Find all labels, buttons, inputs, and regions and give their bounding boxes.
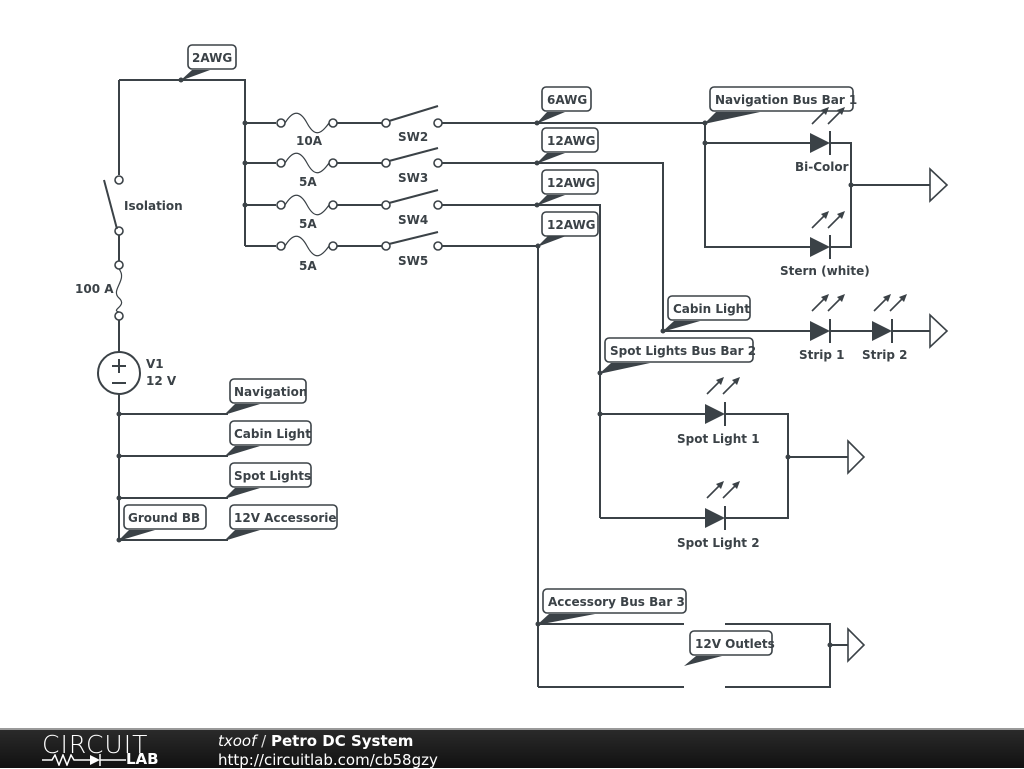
led-bicolor[interactable] xyxy=(810,107,845,155)
ground-symbol-accessory xyxy=(847,627,866,663)
fuse-sw5-label: 5A xyxy=(299,259,317,273)
led-strip1[interactable] xyxy=(810,294,845,343)
wire-tag-sw4: 12AWG xyxy=(536,169,599,206)
net-label-accessory-bus: Accessory Bus Bar 3 xyxy=(537,588,687,625)
footer-bar: CIRCUIT LAB txoof / Petro DC System http… xyxy=(0,728,1024,769)
ground-symbol-spot xyxy=(847,439,866,475)
svg-text:Spot Lights Bus Bar 2: Spot Lights Bus Bar 2 xyxy=(610,344,756,358)
circuitlab-logo[interactable]: CIRCUIT LAB xyxy=(42,730,182,768)
net-label-gnd-bb: Ground BB xyxy=(118,504,207,541)
schematic-canvas: Isolation 100 A V1 12 V 2AWG xyxy=(75,44,949,688)
main-fuse[interactable] xyxy=(114,260,124,321)
ground-symbol-cabin xyxy=(929,313,949,349)
wire-tag-sw5: 12AWG xyxy=(537,211,599,247)
net-label-cabin-light: Cabin Light xyxy=(662,295,751,332)
svg-text:Navigation Bus Bar 1: Navigation Bus Bar 1 xyxy=(715,93,857,107)
switch-sw4[interactable] xyxy=(381,189,443,210)
spot-wires xyxy=(600,413,848,519)
fuse-sw2[interactable] xyxy=(276,112,338,134)
net-label-gnd-navigation: Navigation xyxy=(224,378,307,415)
author-link[interactable]: txoof xyxy=(218,732,257,750)
svg-text:Accessory Bus Bar 3: Accessory Bus Bar 3 xyxy=(548,595,685,609)
net-label-gnd-cabin: Cabin Light xyxy=(224,420,312,457)
svg-text:Ground BB: Ground BB xyxy=(128,511,200,525)
ground-symbol-navigation xyxy=(929,167,949,203)
switch-sw3-label: SW3 xyxy=(398,171,428,185)
svg-text:Navigation: Navigation xyxy=(234,385,307,399)
switch-sw5-label: SW5 xyxy=(398,254,428,268)
net-label-gnd-spot: Spot Lights xyxy=(224,462,312,499)
fuse-sw5[interactable] xyxy=(276,235,338,257)
voltage-source[interactable] xyxy=(97,351,141,395)
isolation-label: Isolation xyxy=(124,199,183,213)
led-strip2-label: Strip 2 xyxy=(862,348,908,362)
resistor-diode-icon xyxy=(42,754,126,766)
led-bicolor-label: Bi-Color xyxy=(795,160,849,174)
fuse-sw3-label: 5A xyxy=(299,175,317,189)
circuit-url-link[interactable]: http://circuitlab.com/cb58gzy xyxy=(218,751,438,769)
switch-sw2-label: SW2 xyxy=(398,130,428,144)
title-separator: / xyxy=(256,732,271,750)
source-name-label: V1 xyxy=(146,357,164,371)
branch-wires xyxy=(245,122,382,247)
circuit-title-line: txoof / Petro DC System xyxy=(218,732,413,750)
led-stern-label: Stern (white) xyxy=(780,264,870,278)
led-spot2-label: Spot Light 2 xyxy=(677,536,760,550)
wire-tag-sw2: 6AWG xyxy=(536,86,592,124)
ground-wires xyxy=(119,413,228,541)
net-label-gnd-accessory: 12V Accessorie xyxy=(224,504,338,541)
led-spot1[interactable] xyxy=(705,377,740,426)
svg-text:12AWG: 12AWG xyxy=(547,134,596,148)
svg-text:2AWG: 2AWG xyxy=(192,51,232,65)
logo-text-lab: LAB xyxy=(126,750,159,768)
fuse-sw4[interactable] xyxy=(276,194,338,216)
svg-text:Cabin Light: Cabin Light xyxy=(234,427,311,441)
svg-text:6AWG: 6AWG xyxy=(547,93,587,107)
svg-text:12AWG: 12AWG xyxy=(547,218,596,232)
isolation-switch[interactable] xyxy=(103,175,124,236)
circuit-title: Petro DC System xyxy=(271,732,414,750)
source-value-label: 12 V xyxy=(146,374,177,388)
fuse-sw4-label: 5A xyxy=(299,217,317,231)
fuse-sw3[interactable] xyxy=(276,152,338,174)
led-spot1-label: Spot Light 1 xyxy=(677,432,760,446)
switch-sw5[interactable] xyxy=(381,231,443,251)
logo-text-circuit: CIRCUIT xyxy=(42,730,149,759)
accessory-wires xyxy=(538,623,848,688)
svg-text:12V Outlets: 12V Outlets xyxy=(695,637,775,651)
fuse-sw2-label: 10A xyxy=(296,134,323,148)
svg-text:12V Accessorie: 12V Accessorie xyxy=(234,511,337,525)
switch-sw3[interactable] xyxy=(381,147,443,168)
navigation-wires xyxy=(704,123,930,248)
main-fuse-label: 100 A xyxy=(75,282,114,296)
switch-sw4-label: SW4 xyxy=(398,213,428,227)
led-strip2[interactable] xyxy=(872,294,907,343)
led-strip1-label: Strip 1 xyxy=(799,348,845,362)
wire-tag-sw3: 12AWG xyxy=(536,127,599,164)
net-label-outlets[interactable]: 12V Outlets xyxy=(684,630,775,666)
svg-text:Cabin Light: Cabin Light xyxy=(673,302,750,316)
net-label-navigation-bus: Navigation Bus Bar 1 xyxy=(704,86,857,124)
led-stern[interactable] xyxy=(810,211,845,259)
led-spot2[interactable] xyxy=(705,481,740,530)
net-label-spot-bus: Spot Lights Bus Bar 2 xyxy=(599,337,756,374)
svg-text:12AWG: 12AWG xyxy=(547,176,596,190)
wire-tag-main-feed: 2AWG xyxy=(180,44,237,81)
switch-sw2[interactable] xyxy=(381,105,443,128)
main-feed-wires xyxy=(118,79,246,540)
svg-text:Spot Lights: Spot Lights xyxy=(234,469,311,483)
